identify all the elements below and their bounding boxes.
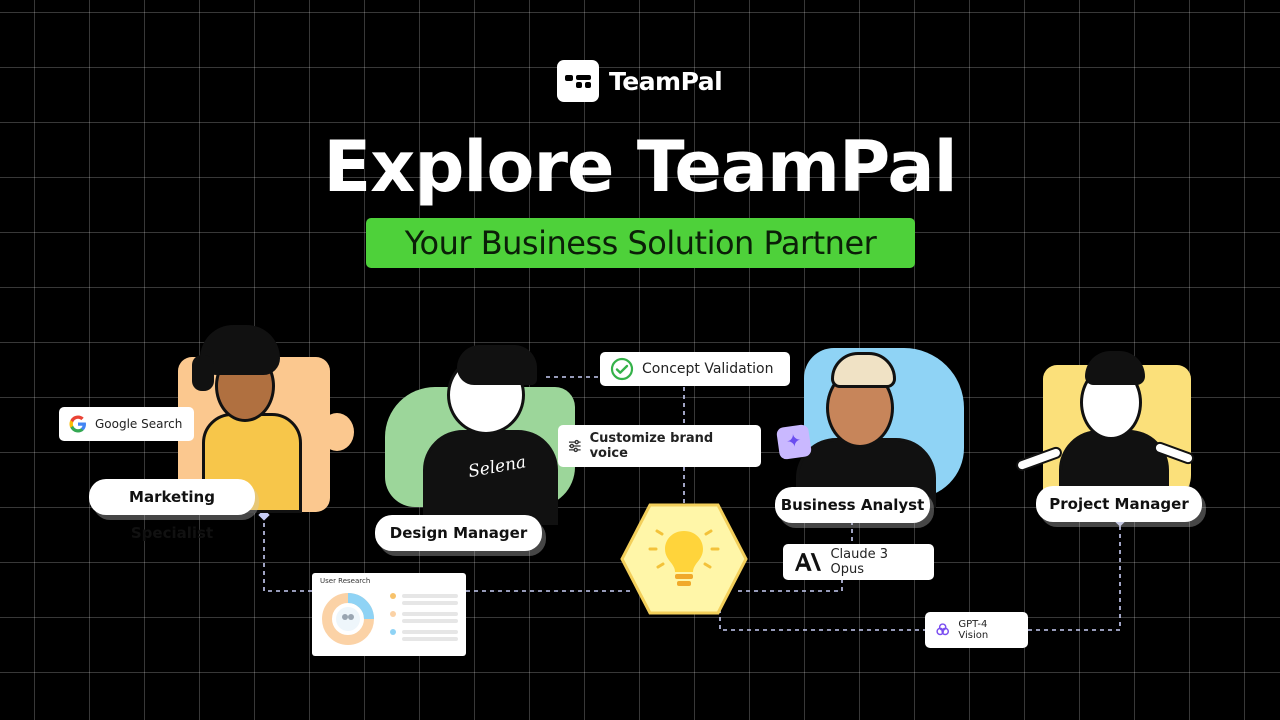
claude-label: Claude 3 Opus: [830, 547, 889, 577]
gpt4-label: GPT-4 Vision: [958, 619, 989, 641]
google-g-icon: [69, 415, 86, 433]
teampal-logo-icon: [557, 60, 599, 102]
project-manager-illustration: [1014, 335, 1196, 510]
role-label-business-analyst: Business Analyst: [775, 487, 930, 523]
google-search-chip: Google Search: [59, 407, 194, 441]
business-analyst-illustration: ✦: [775, 338, 971, 508]
connector-marketing: [263, 515, 312, 592]
lightbulb-hexagon: [620, 503, 748, 615]
connector-bulb-claude: [738, 580, 843, 592]
donut-chart-icon: [322, 593, 374, 645]
role-label-marketing-specialist: Marketing Specialist: [89, 479, 255, 542]
concept-validation-label: Concept Validation: [642, 361, 774, 377]
brand: TeamPal: [557, 60, 723, 102]
connector-gpt-project: [1028, 521, 1121, 631]
design-manager-illustration: Selena: [385, 345, 585, 525]
user-research-title: User Research: [320, 577, 371, 585]
check-circle-icon: [610, 357, 634, 381]
openai-icon: [936, 623, 949, 636]
role-label-design-manager: Design Manager: [375, 515, 542, 551]
brand-voice-label: Customize brand voice: [589, 431, 714, 461]
anthropic-icon: [794, 553, 821, 571]
brand-name: TeamPal: [609, 66, 723, 96]
sparkle-icon: ✦: [775, 423, 813, 461]
lightbulb-icon: [648, 529, 720, 586]
brand-voice-chip: Customize brand voice: [558, 425, 761, 467]
gpt4-chip: GPT-4 Vision: [925, 612, 1028, 648]
user-research-card: User Research: [312, 573, 466, 656]
tagline: Your Business Solution Partner: [366, 218, 915, 268]
claude-chip: Claude 3 Opus: [783, 544, 934, 580]
connector-bulb-gpt: [719, 601, 925, 631]
role-label-project-manager: Project Manager: [1036, 486, 1202, 522]
headline: Explore TeamPal: [323, 126, 957, 208]
marketing-specialist-illustration: [170, 325, 360, 515]
sliders-icon: [568, 439, 581, 453]
concept-validation-chip: Concept Validation: [600, 352, 790, 386]
google-search-label: Google Search: [95, 417, 183, 431]
